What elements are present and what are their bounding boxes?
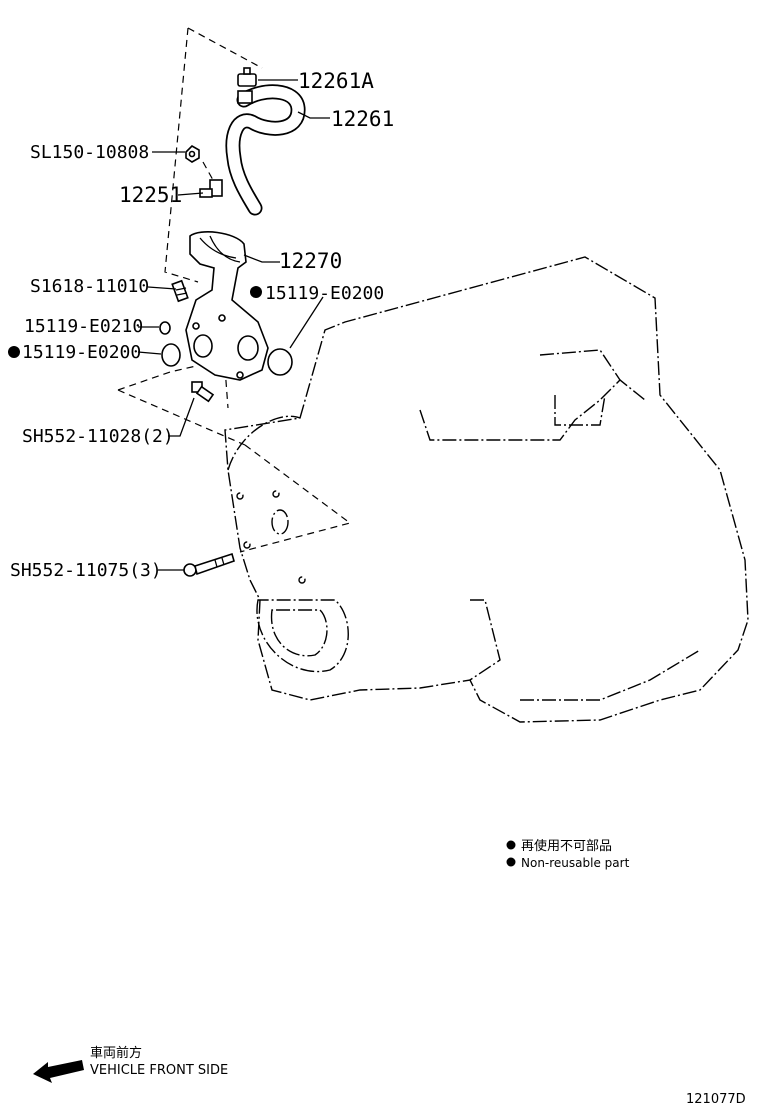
callout-gasket-left: 15119-E0200	[22, 342, 141, 363]
callout-sh552-11028: SH552-11028(2)	[22, 426, 174, 447]
callout-oring-15119-e0210: 15119-E0210	[24, 316, 143, 337]
callout-gasket-right: 15119-E0200	[265, 283, 384, 304]
nut-sl150-10808	[185, 145, 200, 163]
legend-jp: 再使用不可部品	[521, 838, 612, 854]
water-inlet-12270	[185, 231, 269, 381]
callout-12270: 12270	[279, 249, 342, 273]
direction-jp: 車両前方	[90, 1045, 142, 1061]
direction-arrow-icon	[33, 1060, 84, 1083]
legend: 再使用不可部品 Non-reusable part	[506, 838, 630, 870]
bolt-sh552-11075	[183, 552, 235, 577]
gasket-right-15119-e0200	[267, 348, 293, 376]
callout-sl150-10808: SL150-10808	[30, 142, 149, 163]
leader-lines	[137, 79, 330, 571]
gasket-left-15119-e0200	[161, 343, 181, 367]
stud-s1618-11010	[171, 279, 189, 303]
bolt-sh552-11028	[191, 381, 215, 403]
figure-id: 121077D	[686, 1092, 746, 1107]
engine-block-outline	[224, 256, 749, 723]
callout-s1618-11010: S1618-11010	[30, 276, 149, 297]
callout-sh552-11075: SH552-11075(3)	[10, 560, 162, 581]
legend-en: Non-reusable part	[521, 856, 630, 870]
callout-12261: 12261	[331, 107, 394, 131]
direction-en: VEHICLE FRONT SIDE	[90, 1063, 228, 1078]
oring-15119-e0210	[159, 321, 171, 335]
non-reusable-marker	[250, 286, 262, 298]
callout-12261a: 12261A	[298, 69, 374, 93]
bracket-12251	[199, 161, 223, 198]
callout-12251: 12251	[119, 183, 182, 207]
water-hose-12261	[225, 84, 306, 216]
vehicle-front-indicator: 車両前方 VEHICLE FRONT SIDE	[33, 1045, 228, 1083]
non-reusable-marker	[8, 346, 20, 358]
hose-clip-12261a	[237, 67, 257, 87]
